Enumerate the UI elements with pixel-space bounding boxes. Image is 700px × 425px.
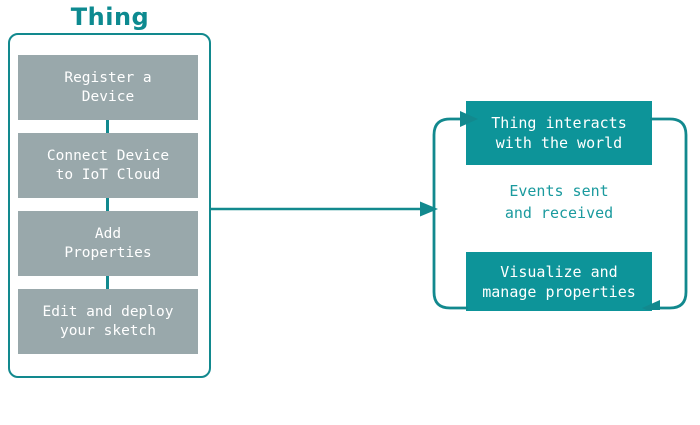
step-connector-line [106, 276, 109, 289]
step-box-register-a-device: Register a Device [18, 55, 198, 120]
cycle-arrow-right-icon [642, 117, 688, 310]
right-arrow-icon [210, 201, 438, 217]
step-connector-line [106, 198, 109, 211]
step-connector-line [106, 120, 109, 133]
cycle-arrow-left-icon [432, 111, 478, 310]
cycle-middle-label: Events sent and received [504, 182, 614, 222]
cycle-box-thing-interacts-with-the-world: Thing interacts with the world [466, 101, 652, 165]
step-box-add-properties: Add Properties [18, 211, 198, 276]
cycle-box-visualize-and-manage-properties: Visualize and manage properties [466, 252, 652, 311]
step-box-edit-and-deploy-your-sketch: Edit and deploy your sketch [18, 289, 198, 354]
page-title: Thing [70, 3, 150, 31]
thing-container [8, 33, 211, 378]
step-box-connect-device-to-iot-cloud: Connect Device to IoT Cloud [18, 133, 198, 198]
